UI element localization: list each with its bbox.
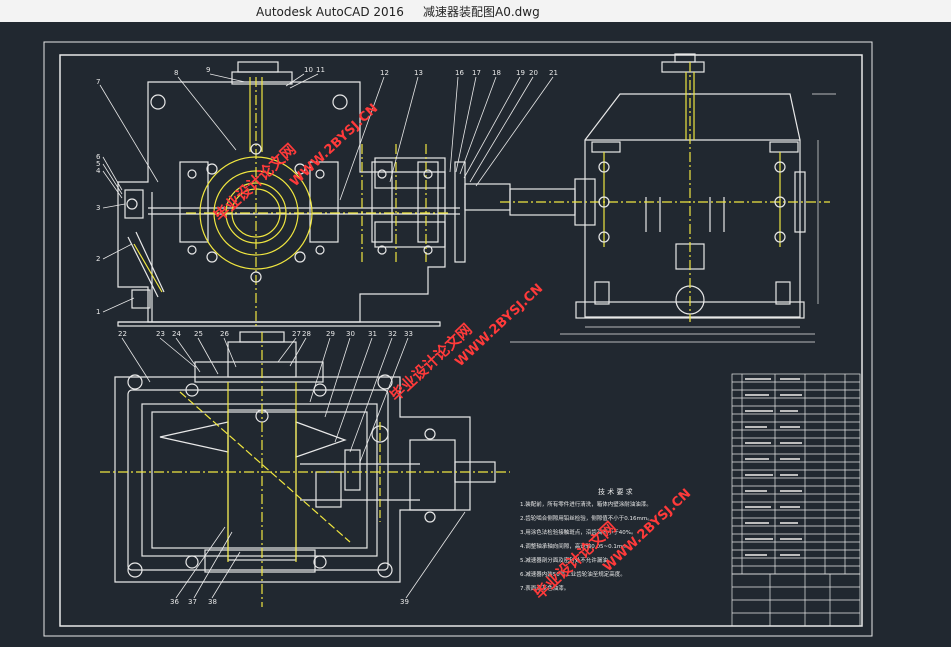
leader-lines-bottom [121, 337, 466, 599]
callout-label: 13 [414, 69, 423, 77]
tech-line: 1.装配前，所有零件进行清洗，箱体内壁涂耐油油漆。 [520, 500, 652, 508]
tech-line: 7.表面涂灰色油漆。 [520, 584, 569, 592]
side-view [509, 53, 806, 319]
callout-label: 6 [96, 153, 101, 161]
callout-label: 36 [170, 598, 179, 606]
callouts-bottom: 22 23 24 25 26 27 28 29 30 31 32 33 36 3… [118, 330, 413, 606]
callout-label: 2 [96, 255, 100, 263]
tech-line: 2.齿轮啮合侧隙用铅丝检验，侧隙值不小于0.16mm。 [520, 514, 653, 522]
callout-label: 39 [400, 598, 409, 606]
callouts-top: 7 8 9 10 11 12 13 16 17 18 19 20 21 [96, 66, 558, 86]
file-name: 减速器装配图A0.dwg [423, 5, 540, 19]
front-view [117, 61, 511, 327]
callout-label: 26 [220, 330, 229, 338]
title-block [731, 573, 861, 627]
callout-label: 1 [96, 308, 100, 316]
callout-label: 32 [388, 330, 397, 338]
callout-label: 10 [304, 66, 313, 74]
callout-label: 28 [302, 330, 311, 338]
plan-view-centerlines [100, 332, 510, 607]
tech-line: 5.减速器剖分面及密封处不允许漏油。 [520, 556, 613, 564]
side-view-dimensions [510, 93, 836, 343]
plan-view [114, 331, 496, 583]
callout-label: 27 [292, 330, 301, 338]
callout-label: 38 [208, 598, 217, 606]
callout-label: 24 [172, 330, 181, 338]
callout-label: 12 [380, 69, 389, 77]
front-view-holes [126, 94, 433, 283]
window-title: Autodesk AutoCAD 2016 减速器装配图A0.dwg [256, 3, 540, 20]
callout-label: 23 [156, 330, 165, 338]
callout-label: 33 [404, 330, 413, 338]
watermark-url: WWW.2BYSJ.CN [287, 101, 381, 190]
drawing-svg: 7 8 9 10 11 12 13 16 17 18 19 20 21 6 5 … [43, 41, 873, 637]
callout-label: 29 [326, 330, 335, 338]
callout-label: 17 [472, 69, 481, 77]
callout-label: 4 [96, 167, 101, 175]
callout-label: 3 [96, 204, 100, 212]
sheet-outer-border [43, 41, 873, 637]
callout-label: 16 [455, 69, 464, 77]
tech-heading: 技 术 要 求 [598, 487, 633, 496]
callout-label: 11 [316, 66, 325, 74]
callouts-left: 6 5 4 3 2 1 [96, 153, 101, 316]
callout-label: 9 [206, 66, 210, 74]
sheet-inner-border [59, 54, 863, 627]
callout-label: 19 [516, 69, 525, 77]
callout-label: 30 [346, 330, 355, 338]
leader-lines-top [99, 73, 554, 201]
parts-list-cells [745, 378, 802, 556]
tech-line: 3.用涂色法检验接触斑点，沿齿高不小于40%。 [520, 528, 636, 536]
title-bar: Autodesk AutoCAD 2016 减速器装配图A0.dwg [0, 0, 951, 23]
callout-label: 7 [96, 78, 100, 86]
callout-label: 20 [529, 69, 538, 77]
app-name: Autodesk AutoCAD 2016 [256, 5, 404, 19]
front-view-centerlines [133, 77, 448, 327]
callout-label: 18 [492, 69, 501, 77]
callout-label: 25 [194, 330, 203, 338]
drawing-canvas[interactable]: 7 8 9 10 11 12 13 16 17 18 19 20 21 6 5 … [0, 22, 951, 643]
parts-list-table [731, 373, 861, 575]
side-view-centerlines [500, 62, 830, 322]
side-view-holes [598, 161, 786, 243]
tech-line: 6.减速器内装50号工业齿轮油至规定高度。 [520, 570, 626, 578]
watermark-group: 毕业设计论文网 WWW.2BYSJ.CN 毕业设计论文网 WWW.2BYSJ.C… [210, 101, 694, 603]
callout-label: 5 [96, 160, 100, 168]
callout-label: 8 [174, 69, 178, 77]
callout-label: 22 [118, 330, 127, 338]
tech-line: 4.调整轴承轴向间隙，高速轴0.05~0.1mm。 [520, 542, 633, 550]
leader-lines-left [102, 156, 135, 313]
callout-label: 37 [188, 598, 197, 606]
technical-requirements: 技 术 要 求 1.装配前，所有零件进行清洗，箱体内壁涂耐油油漆。 2.齿轮啮合… [520, 487, 653, 592]
callout-label: 21 [549, 69, 558, 77]
callout-label: 31 [368, 330, 377, 338]
